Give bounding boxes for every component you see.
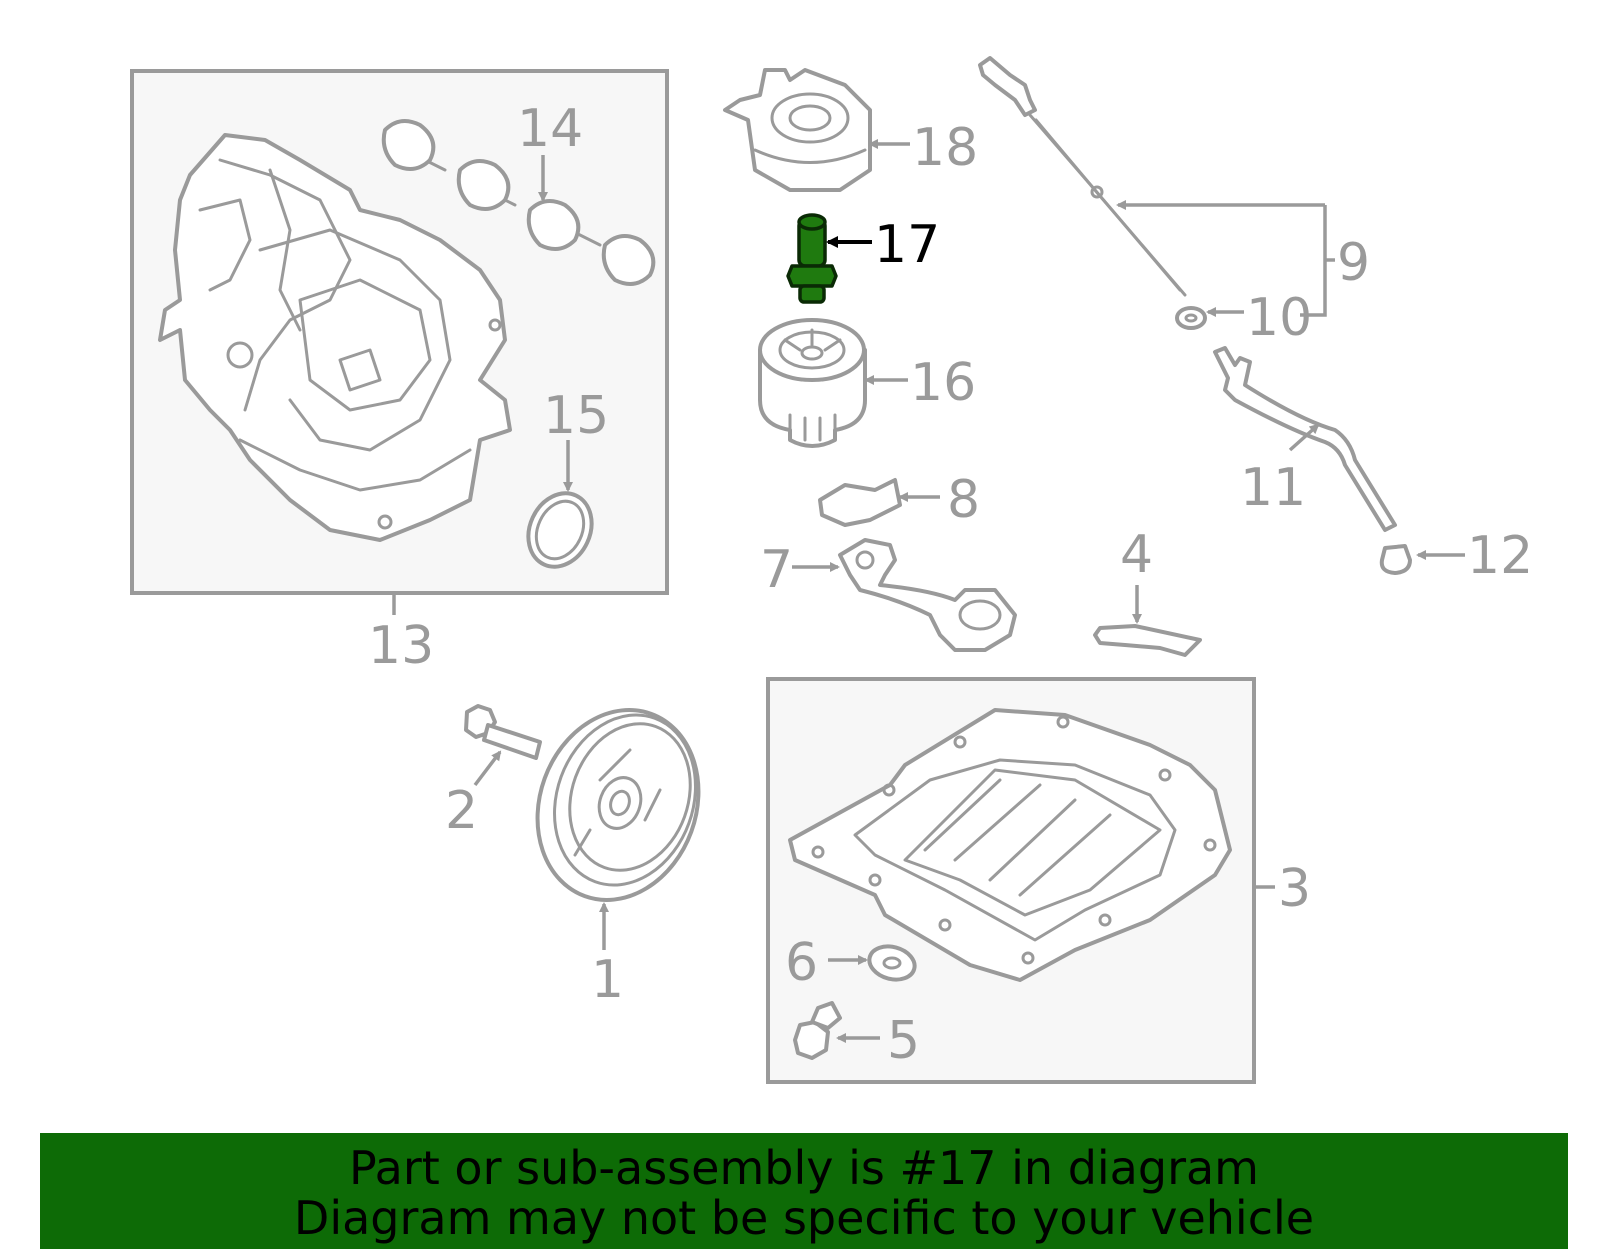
banner-line-1: Part or sub-assembly is #17 in diagram [349, 1141, 1259, 1195]
washer-10-drawing [1175, 306, 1207, 330]
callout-18: 18 [912, 118, 978, 178]
callout-1: 1 [591, 950, 624, 1010]
callout-3: 3 [1278, 859, 1311, 919]
callout-6: 6 [785, 933, 818, 993]
callout-5: 5 [887, 1011, 920, 1071]
highlighted-part-17 [786, 213, 838, 304]
callout-12: 12 [1467, 526, 1533, 586]
bolt-2-drawing [464, 704, 542, 760]
o-ring-15-drawing [526, 491, 594, 569]
callout-14: 14 [517, 99, 583, 159]
drain-plug-drawing [793, 1001, 842, 1060]
callout-9: 9 [1337, 233, 1370, 293]
washer-6-drawing [867, 944, 917, 982]
callout-7: 7 [760, 540, 793, 600]
callout-8: 8 [947, 470, 980, 530]
banner-line-2: Diagram may not be specific to your vehi… [293, 1191, 1315, 1245]
dipstick-drawing [978, 56, 1187, 297]
callout-2: 2 [445, 781, 478, 841]
callout-17: 17 [874, 215, 940, 275]
gasket-8-drawing [818, 478, 902, 527]
oil-cooler-drawing [723, 68, 872, 192]
intake-gasket-drawing [381, 119, 656, 286]
oil-filter-drawing [758, 318, 867, 448]
intake-manifold-drawing [158, 133, 512, 542]
info-banner: Part or sub-assembly is #17 in diagram D… [40, 1133, 1568, 1249]
callout-13: 13 [368, 616, 434, 676]
callout-11: 11 [1240, 458, 1306, 518]
crank-pulley-drawing [535, 708, 701, 902]
bracket-4-drawing [1093, 624, 1202, 657]
callout-16: 16 [910, 353, 976, 413]
seal-12-drawing [1379, 544, 1412, 575]
callout-15: 15 [543, 386, 609, 446]
oil-pickup-drawing [838, 538, 1017, 652]
dipstick-tube-drawing [1213, 346, 1397, 532]
callout-4: 4 [1120, 525, 1153, 585]
callout-10: 10 [1246, 288, 1312, 348]
oil-pan-drawing [788, 708, 1232, 982]
